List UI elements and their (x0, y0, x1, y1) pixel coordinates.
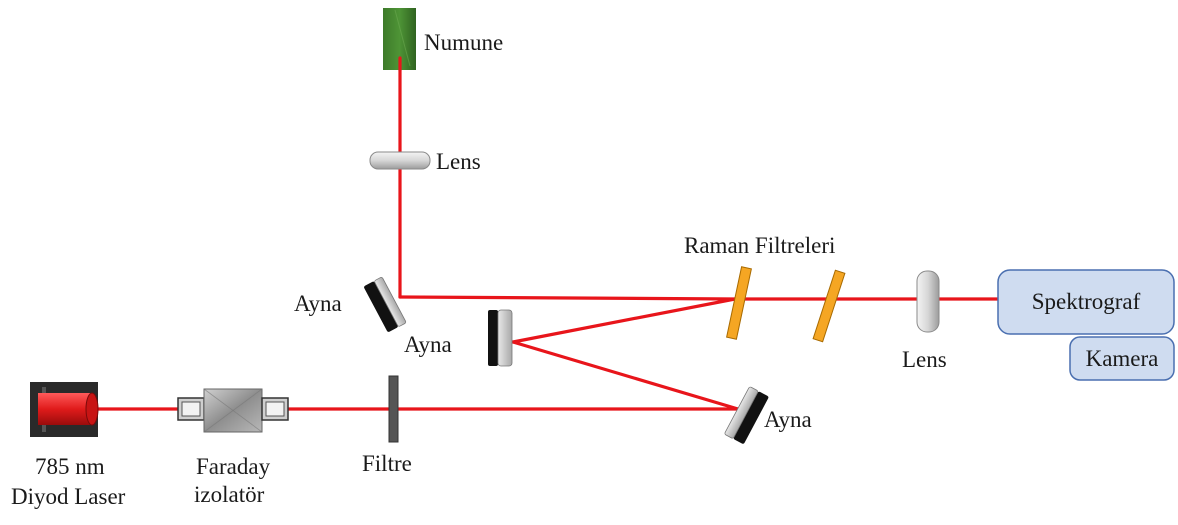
spectrograph-label: Spektrograf (1032, 289, 1141, 314)
lens-top-label: Lens (436, 149, 481, 174)
mirror-1-icon (364, 277, 407, 332)
faraday-isolator-icon (177, 388, 289, 433)
beam-mirror3-to-mirror2 (511, 340, 740, 411)
mirror-3-icon (724, 386, 769, 444)
laser-label-line1: 785 nm (35, 454, 105, 479)
laser-beam-paths (96, 56, 1002, 411)
faraday-label-line1: Faraday (196, 454, 271, 479)
mirror-2-label: Ayna (404, 332, 452, 357)
raman-filter-1-icon (726, 266, 752, 340)
laser-label-line2: Diyod Laser (11, 484, 126, 509)
faraday-label-line2: izolatör (194, 482, 265, 507)
raman-filter-2-icon (812, 269, 846, 343)
sample-leaf-icon (383, 8, 416, 72)
lens-top-icon (369, 151, 431, 170)
mirror-2-icon (488, 309, 513, 367)
filter-icon (388, 375, 399, 443)
camera-label: Kamera (1086, 346, 1159, 371)
sample-label: Numune (424, 30, 503, 55)
mirror-1-label: Ayna (294, 291, 342, 316)
beam-mirror2-to-raman-filter (511, 297, 737, 344)
raman-filters-label: Raman Filtreleri (684, 233, 835, 258)
lens-right-label: Lens (902, 347, 947, 372)
camera-box (1069, 336, 1175, 381)
filter-label: Filtre (362, 451, 412, 476)
beam-mirror1-to-raman-filter (398, 295, 737, 301)
laser-icon (30, 382, 99, 437)
spectrograph-box (997, 269, 1175, 335)
lens-right-icon (916, 270, 940, 333)
mirror-3-label: Ayna (764, 407, 812, 432)
